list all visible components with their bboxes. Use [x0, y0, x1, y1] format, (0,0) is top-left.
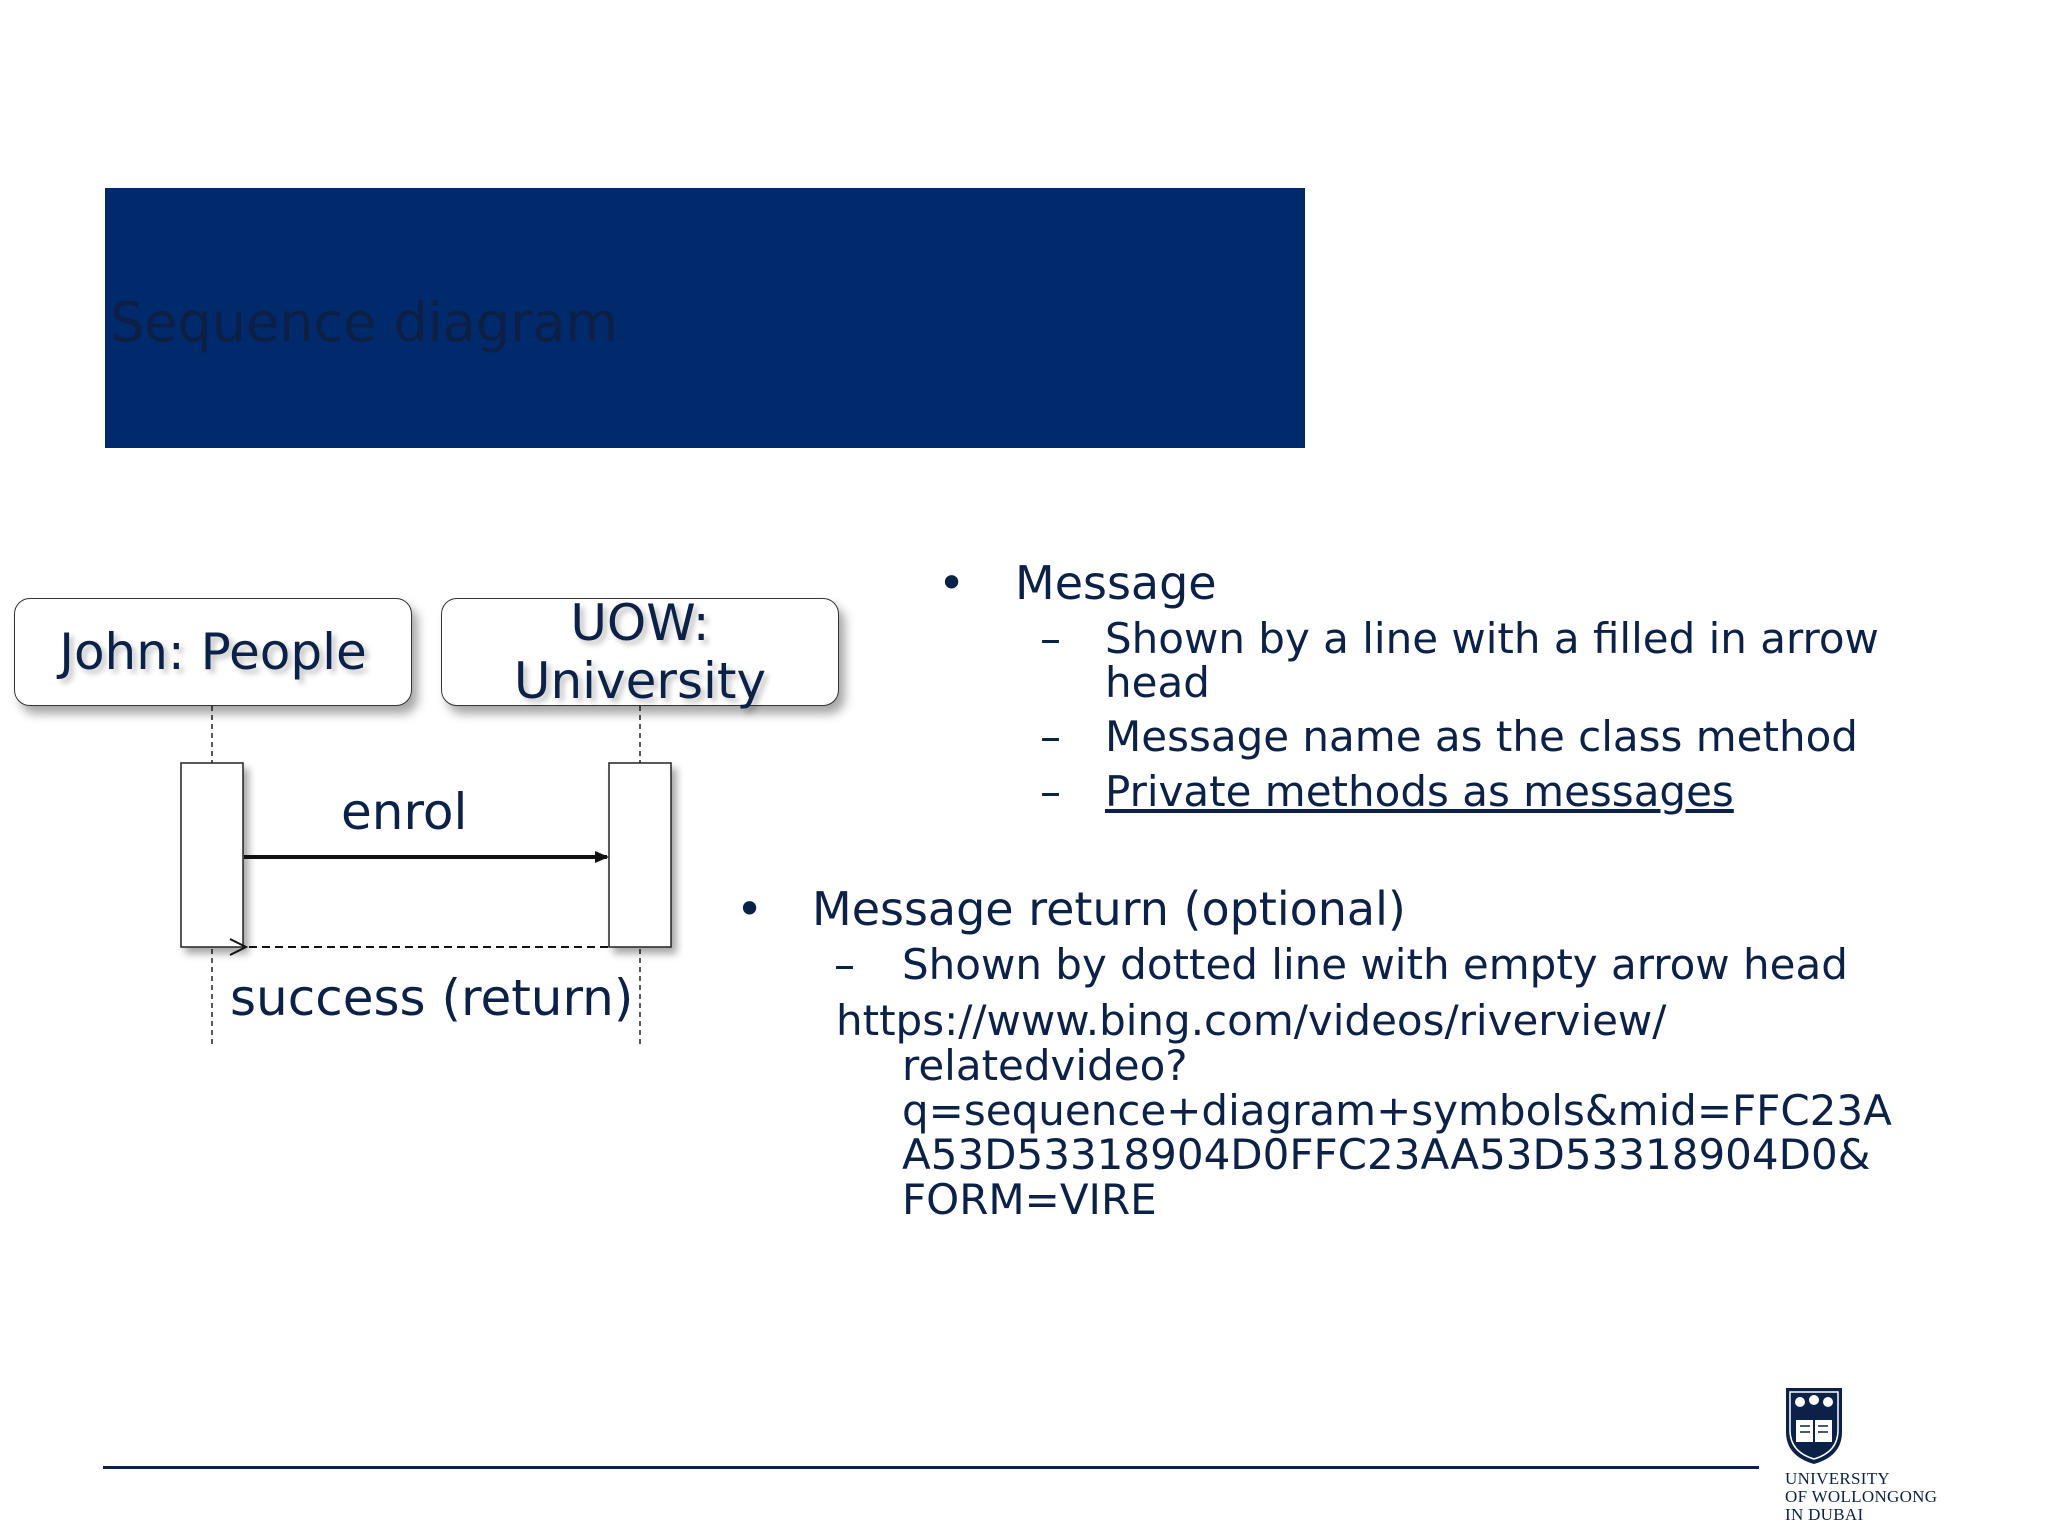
sub-bullet-mark: – [1040, 712, 1061, 761]
bullet-message-return-heading: Message return (optional) [812, 882, 1406, 936]
bullet-mark: • [736, 882, 764, 936]
sub-bullet-line-filled-arrow: Shown by a line with a filled in arrow [1105, 614, 1879, 663]
sub-bullet-mark: – [1040, 767, 1061, 816]
bullet-mark: • [938, 556, 966, 610]
lifeline-label-uow: UOW: University [514, 594, 766, 710]
url-line-2: relatedvideo? [902, 1041, 1188, 1090]
sub-bullet-mark: – [834, 940, 855, 989]
wordmark-line-3: IN DUBAI [1785, 1505, 1864, 1524]
lifeline-head-john: John: People [14, 598, 412, 706]
lifeline-head-uow: UOW: University [441, 594, 839, 710]
lifeline-label-uow-line2: University [513, 652, 767, 710]
university-wordmark: UNIVERSITY OF WOLLONGONG IN DUBAI [1785, 1470, 1937, 1524]
url-line-4: A53D53318904D0FFC23AA53D53318904D0& [902, 1130, 1871, 1179]
sub-bullet-line-filled-arrow-cont: head [1105, 658, 1210, 707]
sub-bullet-class-method: Message name as the class method [1105, 712, 1858, 761]
footer-divider [103, 1466, 1759, 1469]
university-crest-icon [1786, 1388, 1842, 1464]
lifeline-label-john: John: People [59, 623, 367, 681]
wordmark-line-2: OF WOLLONGONG [1785, 1487, 1938, 1506]
wordmark-line-1: UNIVERSITY [1785, 1469, 1890, 1488]
bullet-message-heading: Message [1015, 556, 1217, 610]
sub-bullet-mark: – [1040, 614, 1061, 663]
url-line-5: FORM=VIRE [902, 1175, 1157, 1224]
return-label: success (return) [230, 969, 634, 1027]
enrol-label: enrol [341, 783, 468, 841]
private-methods-link[interactable]: Private methods as messages [1105, 767, 1734, 816]
url-line-1: https://www.bing.com/videos/riverview/ [836, 996, 1667, 1045]
lifeline-label-uow-line1: UOW: [570, 594, 710, 652]
activation-bar-john [180, 762, 244, 948]
title-banner [105, 188, 1305, 448]
url-line-3: q=sequence+diagram+symbols&mid=FFC23A [902, 1086, 1892, 1135]
sub-bullet-dotted-line: Shown by dotted line with empty arrow he… [902, 940, 1848, 989]
slide-title: Sequence diagram [110, 291, 619, 354]
activation-bar-uow [608, 762, 672, 948]
